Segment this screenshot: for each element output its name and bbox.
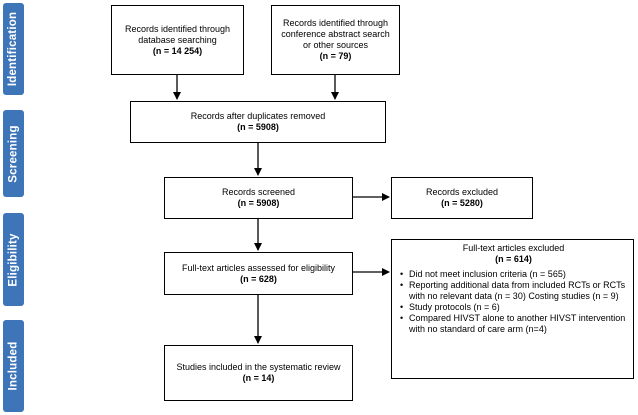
exclusion-reasons-list: Did not meet inclusion criteria (n = 565… [400, 269, 627, 335]
records-excluded-count: (n = 5280) [441, 198, 483, 208]
other-sources-count: (n = 79) [319, 51, 352, 61]
phase-eligibility: Eligibility [3, 213, 24, 306]
box-records-screened: Records screened (n = 5908) [164, 177, 353, 219]
box-fulltext-excluded: Full-text articles excluded (n = 614) Di… [391, 239, 634, 379]
after-duplicates-count: (n = 5908) [237, 122, 279, 132]
exclusion-reason: Compared HIVST alone to another HIVST in… [400, 313, 627, 335]
box-fulltext-assessed: Full-text articles assessed for eligibil… [164, 252, 353, 295]
box-after-duplicates: Records after duplicates removed (n = 59… [130, 101, 386, 143]
other-sources-text: Records identified through conference ab… [281, 18, 390, 50]
fulltext-assessed-text: Full-text articles assessed for eligibil… [181, 262, 336, 273]
records-excluded-text: Records excluded [425, 187, 499, 197]
fulltext-excluded-text: Full-text articles excluded [462, 243, 565, 253]
studies-included-count: (n = 14) [242, 373, 275, 383]
phase-identification: Identification [3, 3, 24, 95]
exclusion-reason: Study protocols (n = 6) [400, 302, 627, 313]
after-duplicates-text: Records after duplicates removed [190, 111, 326, 121]
database-search-count: (n = 14 254) [152, 45, 203, 56]
box-other-sources: Records identified through conference ab… [271, 5, 400, 75]
box-studies-included: Studies included in the systematic revie… [164, 345, 353, 401]
records-screened-text: Records screened [221, 187, 296, 197]
studies-included-text: Studies included in the systematic revie… [176, 362, 341, 372]
database-search-text: Records identified through database sear… [124, 23, 231, 45]
fulltext-excluded-count: (n = 614) [495, 254, 532, 264]
phase-included: Included [3, 320, 24, 412]
phase-screening: Screening [3, 110, 24, 197]
exclusion-reason: Reporting additional data from included … [400, 280, 627, 302]
box-records-excluded: Records excluded (n = 5280) [391, 177, 533, 219]
box-database-search: Records identified through database sear… [111, 5, 244, 75]
fulltext-assessed-count: (n = 628) [240, 273, 277, 284]
exclusion-reason: Did not meet inclusion criteria (n = 565… [400, 269, 627, 280]
records-screened-count: (n = 5908) [237, 198, 280, 208]
